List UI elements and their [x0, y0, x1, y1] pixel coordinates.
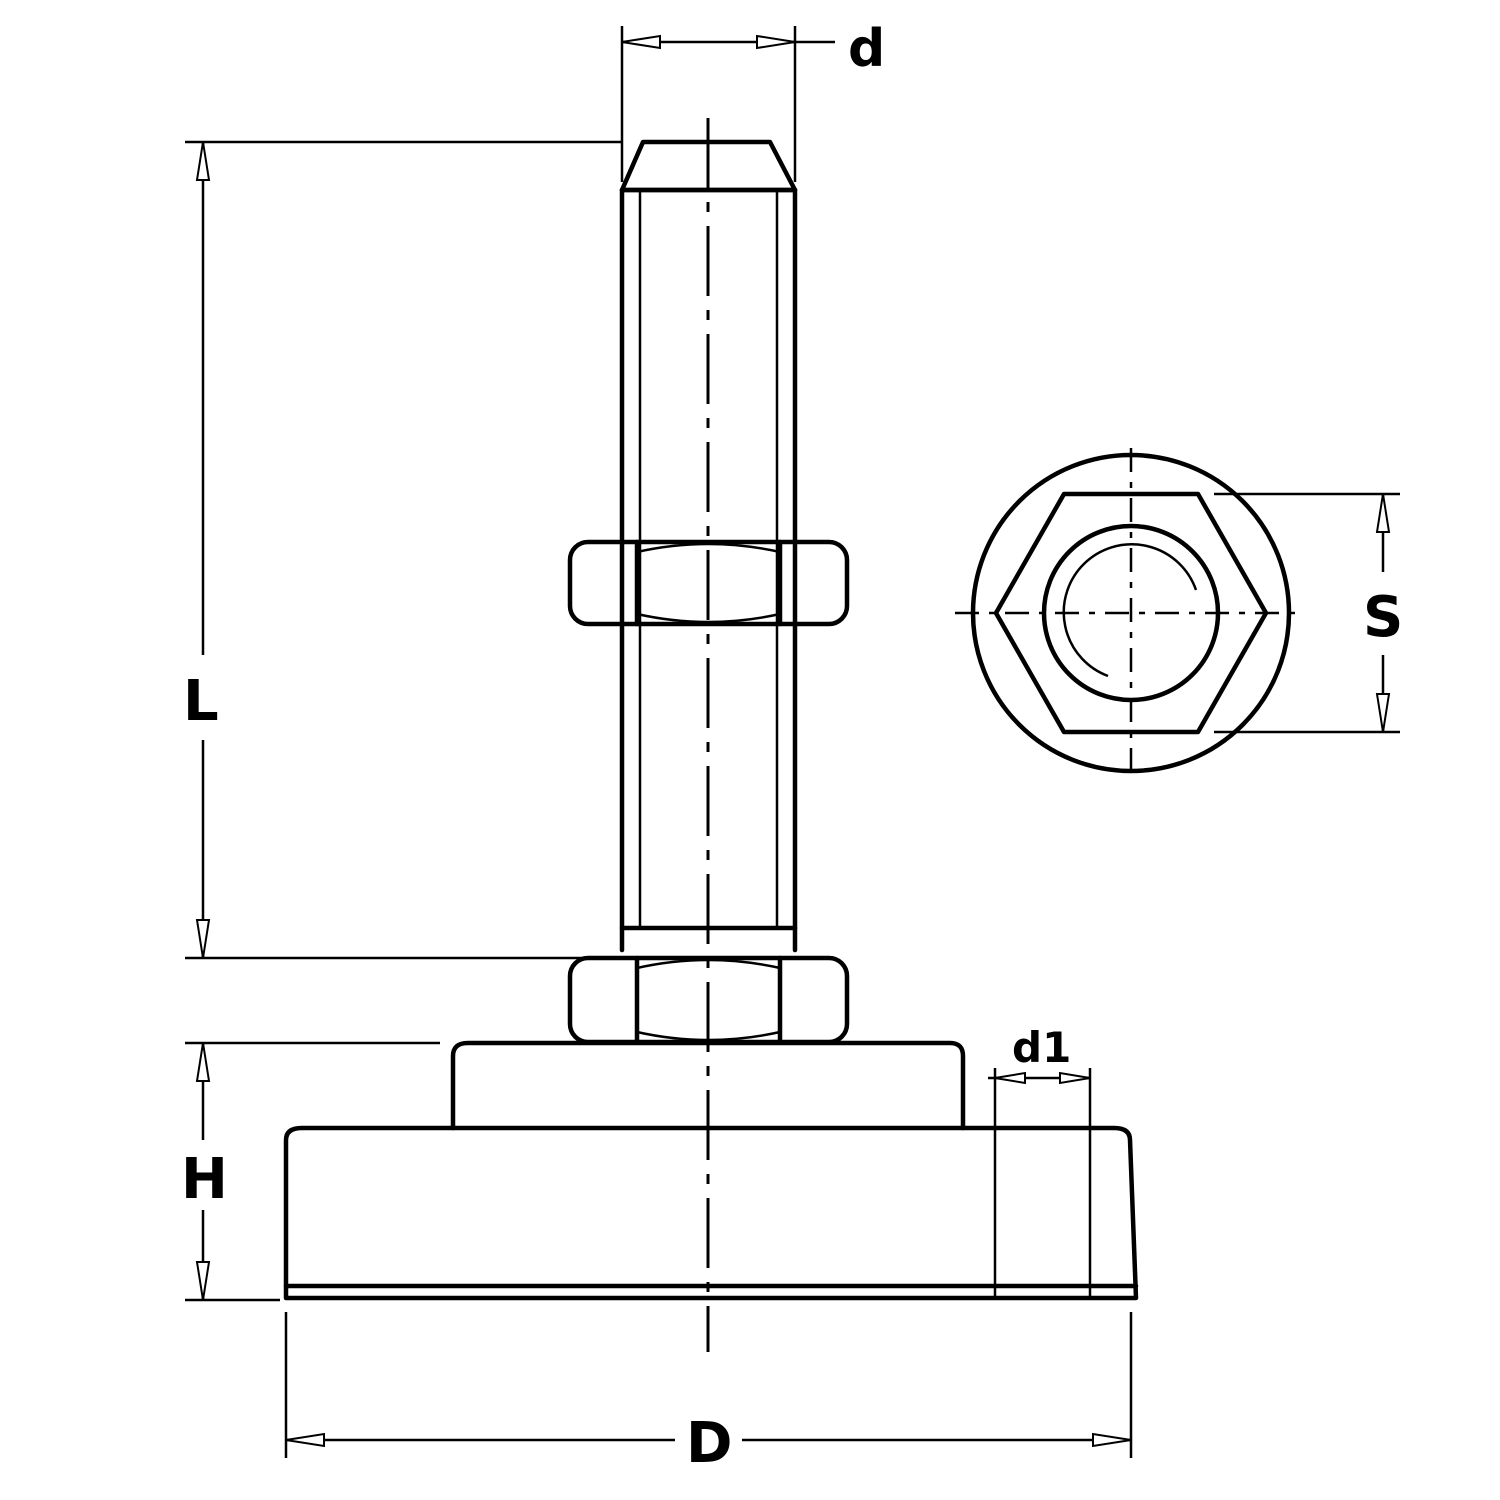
label-s: S	[1363, 585, 1403, 650]
top-view	[955, 448, 1305, 778]
label-d-outer: D	[686, 1411, 732, 1476]
dimension-d-outer	[284, 1312, 1133, 1458]
dimension-h	[185, 1041, 440, 1302]
dimension-d1	[988, 1068, 1092, 1128]
label-d: d	[848, 19, 885, 79]
label-h: H	[181, 1147, 228, 1212]
dimension-l	[185, 140, 622, 960]
dimension-d	[620, 26, 835, 182]
label-l: L	[183, 669, 219, 734]
upper-hex-nut	[567, 539, 850, 627]
threaded-stud	[619, 139, 798, 953]
dimension-s	[1214, 492, 1400, 734]
label-d1: d1	[1012, 1023, 1071, 1072]
